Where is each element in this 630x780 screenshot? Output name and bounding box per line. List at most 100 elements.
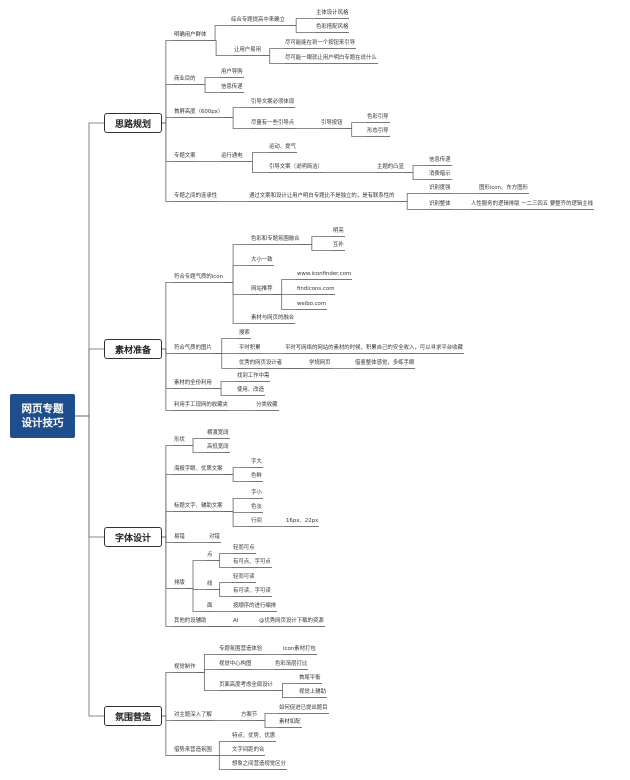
node[interactable]: 视觉中心构图	[218, 661, 253, 670]
node[interactable]: 符合气质的图片	[173, 345, 213, 354]
node[interactable]: 平时写网络的网站的素材的时候，积累自己的安全收入，可以寻求平台收藏	[284, 345, 464, 354]
node[interactable]: 借势来营造氛围	[173, 747, 213, 756]
node[interactable]: 主题的凸显	[376, 164, 405, 173]
connector	[224, 117, 250, 129]
node[interactable]: 搜索	[238, 330, 251, 339]
branch-materials[interactable]: 素材准备	[104, 339, 162, 359]
node[interactable]: 视觉上辅助	[298, 689, 327, 698]
node[interactable]: 排版	[173, 580, 186, 589]
node[interactable]: 色彩搭配风格	[315, 24, 350, 33]
node[interactable]: 互补	[332, 242, 345, 251]
node[interactable]: 引导文案必须体现	[250, 99, 296, 108]
node[interactable]: 按顺序的进行编排	[232, 603, 278, 612]
node[interactable]: 有可读、字可读	[232, 588, 272, 597]
node[interactable]: 形态引导	[366, 128, 390, 137]
node[interactable]: 想象之间营造视觉区分	[231, 761, 287, 770]
node[interactable]: 信息传递	[428, 157, 452, 166]
node[interactable]: 引导按钮	[320, 120, 344, 129]
node[interactable]: 综合专题提高中来确立	[230, 17, 286, 26]
node[interactable]: 利用手工现网的收藏夹	[173, 402, 229, 411]
node[interactable]: 优秀的网页设计者	[238, 360, 284, 369]
node[interactable]: 轻而可读	[232, 574, 256, 583]
node[interactable]: 专题之间的连承性	[173, 193, 219, 202]
branch-atmosphere[interactable]: 氛围营造	[104, 706, 162, 726]
node[interactable]: 形状	[173, 437, 186, 446]
node[interactable]: 字小	[250, 490, 263, 499]
node[interactable]: 首尾平衡	[298, 675, 322, 684]
node[interactable]: 色鲜	[250, 473, 263, 482]
node[interactable]: 符合专题气质的icon	[173, 274, 224, 283]
node[interactable]: 横渡宽阔	[206, 430, 230, 439]
node[interactable]: 特点、优势、优惠	[231, 733, 277, 742]
node[interactable]: 分类收藏	[255, 402, 279, 411]
node[interactable]: 线	[206, 581, 214, 590]
node[interactable]: 尽可能能在到一个按钮来引导	[284, 40, 357, 49]
node[interactable]: 素材的全份利用	[173, 380, 213, 389]
connector	[186, 438, 206, 446]
node[interactable]: 易错	[173, 534, 186, 543]
node[interactable]: AI	[232, 618, 240, 627]
connector	[405, 172, 428, 180]
node[interactable]: 素材与网页的融合	[250, 315, 296, 324]
node[interactable]: 人性服务的逻辑排版 一二三四五 要整齐的逻辑主线	[470, 201, 595, 210]
node[interactable]: 网站推荐	[250, 286, 274, 295]
node[interactable]: findicons.com	[296, 286, 336, 295]
node[interactable]: 通过文案和设计让用户明白专题比不是独立的，是有联系性的	[248, 193, 396, 202]
node[interactable]: 平时积累	[238, 345, 262, 354]
node[interactable]: 让用户易用	[233, 47, 262, 56]
node[interactable]: 首屏高度（600px）	[173, 109, 225, 118]
node[interactable]: 尽可能一眼就让用户明白专题在说什么	[284, 55, 378, 64]
node[interactable]: icon素材打包	[282, 646, 317, 655]
node[interactable]: 轻而可点	[232, 545, 256, 554]
node[interactable]: 尽量有一些引导点	[250, 120, 296, 129]
node[interactable]: 素材如配	[278, 719, 302, 728]
node[interactable]: 点	[206, 552, 214, 561]
node[interactable]: 色彩引导	[366, 114, 390, 123]
node[interactable]: 方案节	[240, 712, 259, 721]
node[interactable]: 视觉制作	[173, 664, 197, 673]
node[interactable]: 专题氛围营造体验	[218, 646, 264, 655]
node[interactable]: 运行通电	[220, 153, 244, 162]
node[interactable]: 色淡	[250, 504, 263, 513]
node[interactable]: 面	[206, 603, 214, 612]
node[interactable]: 大小一致	[250, 257, 274, 266]
node[interactable]: 对主题深入了解	[173, 712, 213, 721]
node[interactable]: 明确用户群体	[173, 32, 208, 41]
node[interactable]: weibo.com	[296, 301, 328, 310]
node[interactable]: 找到工作中需	[236, 373, 271, 382]
node[interactable]: www.iconfinder.com	[296, 271, 353, 280]
node[interactable]: 图形icon、东方图形	[478, 185, 529, 194]
root-node[interactable]: 网页专题 设计技巧	[10, 394, 75, 438]
node[interactable]: @优秀网页设计下载的资源	[258, 618, 325, 627]
node[interactable]: 用户导购	[220, 69, 244, 78]
node[interactable]: 运动、提气	[268, 144, 297, 153]
node[interactable]: 有可点、字可点	[232, 559, 272, 568]
node[interactable]: 对错	[208, 534, 221, 543]
node[interactable]: 字大	[250, 459, 263, 468]
node[interactable]: 标题文字、辅助文案	[173, 503, 224, 512]
node[interactable]: 借鉴整体感觉，多练手眼	[354, 360, 416, 369]
node[interactable]: 明亮	[332, 228, 345, 237]
node[interactable]: 消费暗示	[428, 171, 452, 180]
node[interactable]: 学规网页	[308, 360, 332, 369]
node[interactable]: 页面高度考虑全局设计	[218, 682, 274, 691]
branch-typography[interactable]: 字体设计	[104, 527, 162, 547]
node[interactable]: 商业目的	[173, 76, 197, 85]
node[interactable]: 色彩渐层打比	[274, 661, 309, 670]
node[interactable]: 使用、改造	[236, 387, 265, 396]
node[interactable]: 其他的设辅助	[173, 618, 208, 627]
node[interactable]: 高低宽阔	[206, 444, 230, 453]
node[interactable]: 引导文案（说明简洁）	[268, 164, 324, 173]
node[interactable]: 海报字眼、优质文案	[173, 466, 224, 475]
node[interactable]: 识别整体	[428, 201, 452, 210]
node[interactable]: 识别度强	[428, 185, 452, 194]
node[interactable]: 文字间距的合	[231, 747, 266, 756]
node[interactable]: 信息传递	[220, 84, 244, 93]
node[interactable]: 行间	[250, 518, 263, 527]
branch-planning[interactable]: 思路规划	[104, 113, 162, 133]
node[interactable]: 如何促进已提出题目	[278, 705, 329, 714]
node[interactable]: 专题文案	[173, 153, 197, 162]
node[interactable]: 色彩和专题氛围融合	[250, 236, 301, 245]
node[interactable]: 主体设计风格	[315, 10, 350, 19]
node[interactable]: 16px、22px	[285, 518, 320, 527]
